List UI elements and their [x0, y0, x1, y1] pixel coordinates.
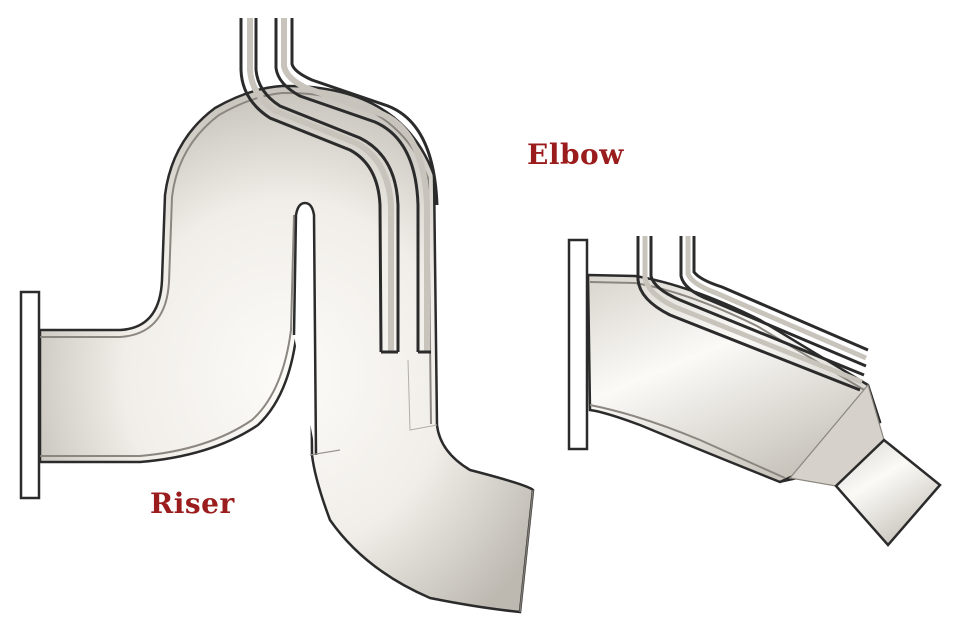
- elbow-inlet-tube-inner-fill: [685, 236, 867, 361]
- riser-seam-right: [407, 359, 438, 431]
- elbow-label: Elbow: [527, 138, 624, 171]
- riser-inlet-tube-edge: [290, 18, 439, 206]
- elbow-inlet-tube-outer-fill: [642, 236, 863, 385]
- riser-pipe-body: [38, 84, 535, 614]
- riser-inlet-tube-mid: [254, 18, 400, 352]
- riser-inlet-tube-outer: [239, 18, 383, 353]
- riser-lower-wall: [40, 214, 295, 457]
- elbow-flange: [567, 238, 589, 451]
- elbow-inlet-tube-edge: [692, 236, 869, 352]
- elbow-inner-wall: [589, 404, 786, 479]
- riser-flange: [19, 290, 41, 500]
- elbow-inlet-tube-mid: [649, 236, 865, 377]
- riser-inner-slot: [292, 201, 318, 456]
- riser-seam-left: [309, 449, 341, 456]
- riser-outlet: [519, 489, 534, 613]
- riser-inlet-tube-inner-inner: [281, 18, 430, 352]
- riser-inlet-tube-inner: [274, 18, 420, 352]
- elbow-outlet: [834, 438, 942, 547]
- riser-inlet-tube-outer-inner: [247, 18, 394, 352]
- elbow-inlet-tube-outer: [636, 236, 861, 392]
- elbow-inlet-tube-inner: [679, 236, 867, 368]
- riser-label: Riser: [150, 487, 235, 520]
- elbow-outer-wall: [589, 281, 867, 392]
- riser-assembly: [19, 18, 535, 614]
- elbow-assembly: [567, 236, 942, 547]
